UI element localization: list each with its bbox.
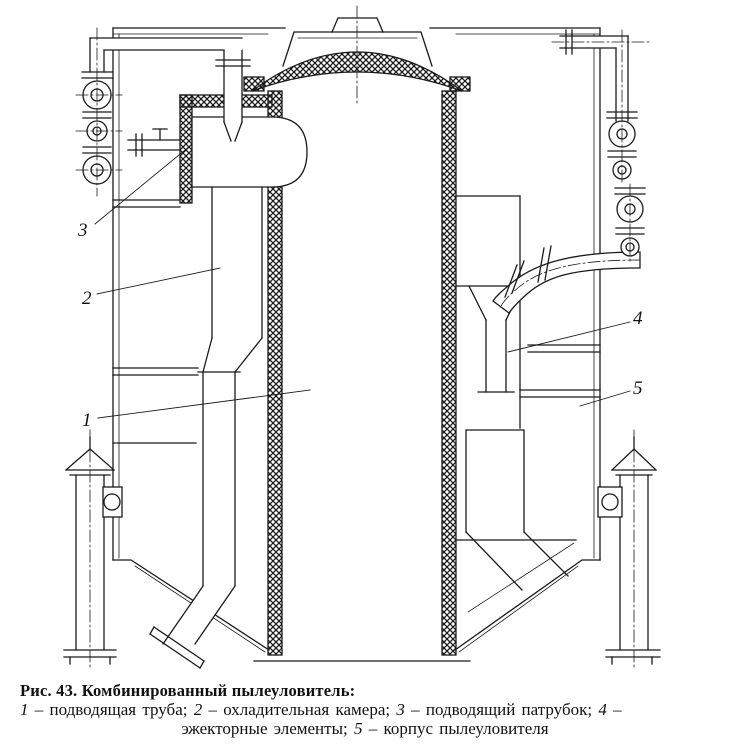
part-label-supply-pipe: 1 [82,410,92,431]
caption-line-2: эжекторные элементы; 5 – корпус пылеулов… [0,719,730,739]
caption-num-5: 5 [353,719,363,738]
part-label-collector-body: 5 [633,378,643,399]
ejector-supply-pipe [492,245,641,314]
exhaust-stack-left [63,429,123,671]
caption-line-1: 1 – подводящая труба; 2 – охладительная … [20,700,622,720]
right-chamber [455,195,521,429]
leader-line-3 [94,145,191,225]
caption-num-3: 3 [396,700,405,719]
caption-text-1: – подводящая труба; [28,700,194,719]
part-label-ejector: 4 [633,308,643,329]
exhaust-stack-right [597,429,661,671]
caption-text-5: – корпус пылеуловителя [362,719,549,738]
top-cap [282,5,433,105]
leader-line-2 [96,267,221,295]
supply-pipe [149,186,263,669]
leader-lines [94,145,631,419]
caption-text-3: – подводящий патрубок; [404,700,599,719]
technical-drawing [63,5,661,671]
left-inlet-piping [75,27,243,197]
right-outlet-piping [551,29,653,263]
outer-casing [112,27,601,653]
caption-title: Рис. 43. Комбинированный пылеуловитель: [20,681,356,700]
caption-num-1: 1 [20,700,29,719]
part-label-cooling-chamber: 2 [82,288,92,309]
caption-num-2: 2 [193,700,203,719]
leader-line-1 [97,389,311,419]
part-label-inlet-nozzle: 3 [78,220,88,241]
caption-text-2: – охладительная камера; [202,700,397,719]
feed-funnel-pipe [215,49,251,142]
leader-line-5 [579,390,631,407]
leader-line-4 [507,321,631,353]
caption-text-4: – [606,700,622,719]
caption-text-5-pre: эжекторные элементы; [181,719,354,738]
ejector-element [455,285,577,613]
caption-num-4: 4 [598,700,607,719]
inlet-nozzle [191,116,308,188]
internal-trays [112,199,601,444]
central-cylinder [253,90,471,662]
